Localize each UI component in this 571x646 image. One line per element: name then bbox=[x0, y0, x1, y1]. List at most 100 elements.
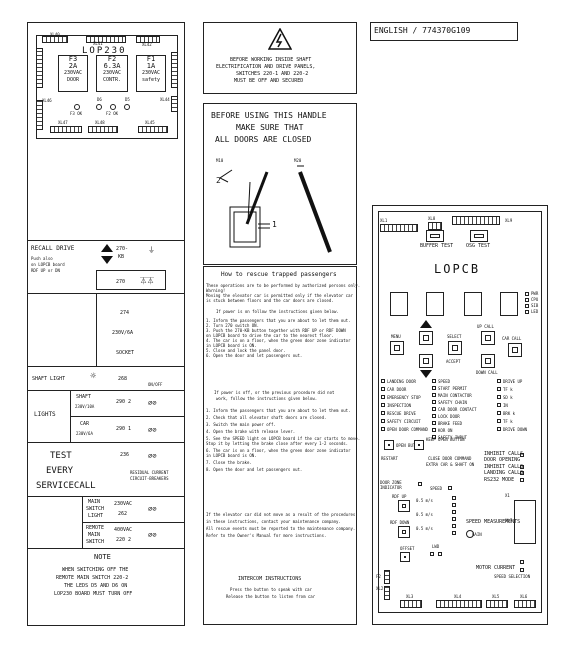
rescue-step: 2. Turn 270 switch ON. bbox=[206, 323, 259, 328]
connector-xl8 bbox=[428, 222, 442, 230]
speed-step-1: 0.5 m/s bbox=[416, 498, 433, 503]
buffer-test-button[interactable] bbox=[426, 230, 444, 242]
open-door-button[interactable] bbox=[384, 440, 394, 450]
select-button[interactable] bbox=[448, 341, 462, 355]
speed-step-led bbox=[452, 510, 456, 514]
down-call-button[interactable] bbox=[481, 354, 495, 368]
offset-button[interactable] bbox=[400, 552, 410, 562]
status-label: KOR ON bbox=[438, 428, 453, 433]
menu-button[interactable] bbox=[390, 341, 404, 355]
socket-rating: 230V/6A bbox=[112, 330, 134, 336]
select-label: SELECT bbox=[447, 334, 462, 339]
high-voltage-warning-icon bbox=[268, 28, 292, 50]
arrow-down-icon bbox=[420, 370, 432, 378]
label-xl45: XL44 bbox=[160, 97, 170, 102]
lopcb-board bbox=[378, 211, 542, 613]
handle-m10: M10 bbox=[216, 158, 224, 163]
osg-test-button[interactable] bbox=[470, 230, 488, 242]
down-arrow-button[interactable] bbox=[419, 354, 433, 368]
label-xl2: XL2 bbox=[376, 586, 384, 591]
note-line3: THE LEDS D5 AND D6 ON bbox=[64, 583, 128, 589]
offset-label: OFFSET bbox=[400, 546, 415, 551]
fuse-f3: F3 2A 230VAC DOOR bbox=[58, 55, 88, 92]
connector-xl4 bbox=[436, 600, 482, 608]
status-label: SD k bbox=[503, 395, 513, 400]
rdf-up-button[interactable] bbox=[398, 500, 410, 512]
lights-car-rating: 230V/6A bbox=[76, 431, 93, 436]
divider bbox=[27, 390, 185, 391]
divider bbox=[82, 522, 185, 523]
connector-xl5 bbox=[486, 600, 508, 608]
car-call-label: CAR CALL bbox=[502, 336, 522, 341]
rescue-step: 4. The car is on a floor, when the green… bbox=[206, 338, 351, 343]
mode-inhibit-calls-2: INHIBIT CALLS bbox=[484, 464, 524, 470]
led-led bbox=[525, 310, 529, 314]
rms-code: 220 2 bbox=[116, 537, 132, 543]
handle-arrow-label: 2 bbox=[216, 176, 221, 185]
led-d6-icon bbox=[96, 104, 102, 110]
switch-symbol-icon: ⏚ bbox=[148, 246, 155, 254]
status-led bbox=[432, 435, 436, 439]
led-sib bbox=[525, 304, 529, 308]
rescue-step: 2. Check that all elevator shaft doors a… bbox=[206, 415, 327, 420]
rescue-box bbox=[203, 266, 357, 625]
status-label: START PERMIT bbox=[438, 386, 467, 391]
lwd-led bbox=[438, 552, 442, 556]
fuse-f1: F1 1A 230VAC safety bbox=[136, 55, 166, 92]
rescue-step: 1. Inform the passengers that you are ab… bbox=[206, 408, 351, 413]
led-f2-ok-icon bbox=[110, 104, 116, 110]
up-arrow-button[interactable] bbox=[419, 331, 433, 345]
rdf-down-button[interactable] bbox=[398, 526, 410, 538]
rescue-if1: If power is on follow the instructions g… bbox=[216, 309, 339, 314]
rescue-step: 4. Open the brake with release lever. bbox=[206, 429, 296, 434]
msl-line2: SWITCH bbox=[86, 506, 105, 512]
seven-segment-display bbox=[390, 292, 408, 316]
down-call-label: DOWN CALL bbox=[476, 370, 498, 375]
label-xl41: XL41 bbox=[93, 41, 103, 46]
status-led bbox=[432, 400, 436, 404]
status-label: DRIVE DOWN bbox=[503, 427, 528, 432]
rms-line1: REMOTE bbox=[86, 525, 105, 531]
note-line4: LOP230 BOARD MUST TURN OFF bbox=[54, 591, 133, 597]
label-xl5: XL5 bbox=[492, 594, 500, 599]
seven-segment-display bbox=[500, 292, 518, 316]
warning-line2: ELECTRIFICATION AND DRIVE PANELS, bbox=[216, 64, 316, 70]
keep-open-button[interactable] bbox=[414, 440, 424, 450]
label-xl42: XL42 bbox=[142, 42, 152, 47]
label-xl48: XL48 bbox=[95, 120, 105, 125]
lopcb-title: LOPCB bbox=[434, 262, 481, 276]
status-label: IN bbox=[503, 403, 508, 408]
speed-step-led bbox=[452, 531, 456, 535]
speed-selection-label: SPEED SELECTION bbox=[494, 574, 531, 579]
label-xl6: XL6 bbox=[520, 594, 528, 599]
status-misc-keep: KEEP OPEN BUTTON bbox=[426, 437, 465, 442]
divider bbox=[27, 496, 185, 497]
rescue-step: Stop it by letting the brake close after… bbox=[206, 441, 349, 446]
shaft-light-code: 268 bbox=[118, 376, 128, 382]
switch-symbol-icon: ⏄⏄ bbox=[140, 277, 154, 285]
msl-line3: LIGHT bbox=[88, 513, 104, 519]
gain-knob[interactable] bbox=[466, 530, 474, 538]
rescue-step: 8. Open the door and let passengers out. bbox=[206, 467, 303, 472]
rescue-intro-line: is stuck between floors and the car door… bbox=[206, 298, 334, 303]
gain-label: GAIN bbox=[472, 532, 482, 537]
lights-label: LIGHTS bbox=[34, 411, 56, 418]
rms-line2: MAIN bbox=[88, 532, 101, 538]
status-led bbox=[497, 379, 501, 383]
rescue-step: 3. Switch the main power off. bbox=[206, 422, 276, 427]
recall-drive-button-box bbox=[96, 270, 166, 290]
test-line3: SERVICECALL bbox=[36, 481, 96, 491]
lights-shaft-name: SHAFT bbox=[76, 394, 92, 400]
status-label: RESCUE DRIVE bbox=[387, 411, 416, 416]
divider bbox=[27, 366, 185, 367]
up-call-button[interactable] bbox=[481, 331, 495, 345]
led-d5-icon bbox=[124, 104, 130, 110]
label-xl7: XL7 bbox=[505, 518, 513, 523]
speed-step-led bbox=[452, 524, 456, 528]
car-call-button[interactable] bbox=[508, 343, 522, 357]
rescue-if2a: If power is off, or the previous procedu… bbox=[214, 390, 335, 395]
shaft-light-switch: ON/OFF bbox=[148, 382, 163, 387]
warning-box bbox=[203, 22, 357, 94]
note-title: NOTE bbox=[94, 553, 111, 561]
mode-inhibit-calls: INHIBIT CALLS bbox=[484, 451, 524, 457]
